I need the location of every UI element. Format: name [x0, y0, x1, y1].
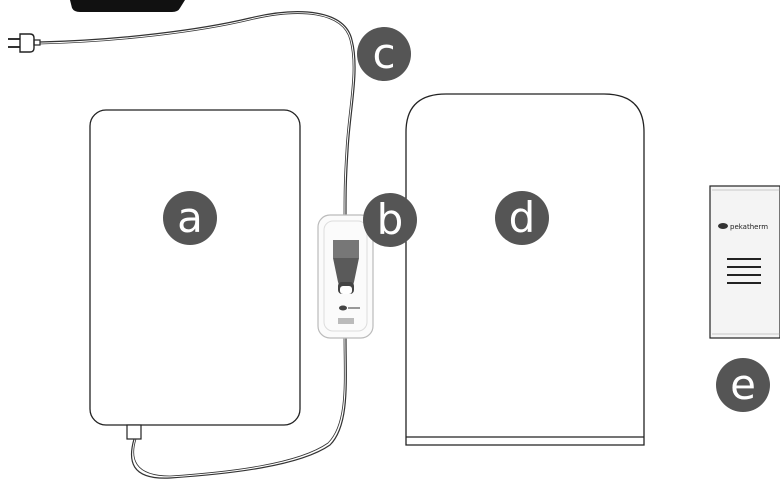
svg-text:e: e: [730, 360, 756, 409]
heating-pad: [90, 110, 300, 425]
svg-text:b: b: [377, 195, 404, 244]
top-tab: [70, 0, 185, 12]
label-d: d: [495, 191, 549, 245]
svg-text:d: d: [509, 193, 536, 242]
label-a: a: [163, 191, 217, 245]
label-e: e: [716, 358, 770, 412]
cover-pouch: [406, 94, 644, 445]
label-b: b: [363, 193, 417, 247]
brand-logo-icon: [718, 223, 728, 229]
controller-icon: [318, 215, 373, 338]
pad-cable-exit: [127, 425, 141, 439]
label-c: c: [357, 27, 411, 81]
manual-brand: pekatherm: [730, 223, 768, 231]
plug-icon: [8, 34, 40, 52]
svg-text:c: c: [372, 29, 395, 78]
svg-text:a: a: [177, 193, 203, 242]
manual-booklet: pekatherm: [710, 186, 780, 338]
